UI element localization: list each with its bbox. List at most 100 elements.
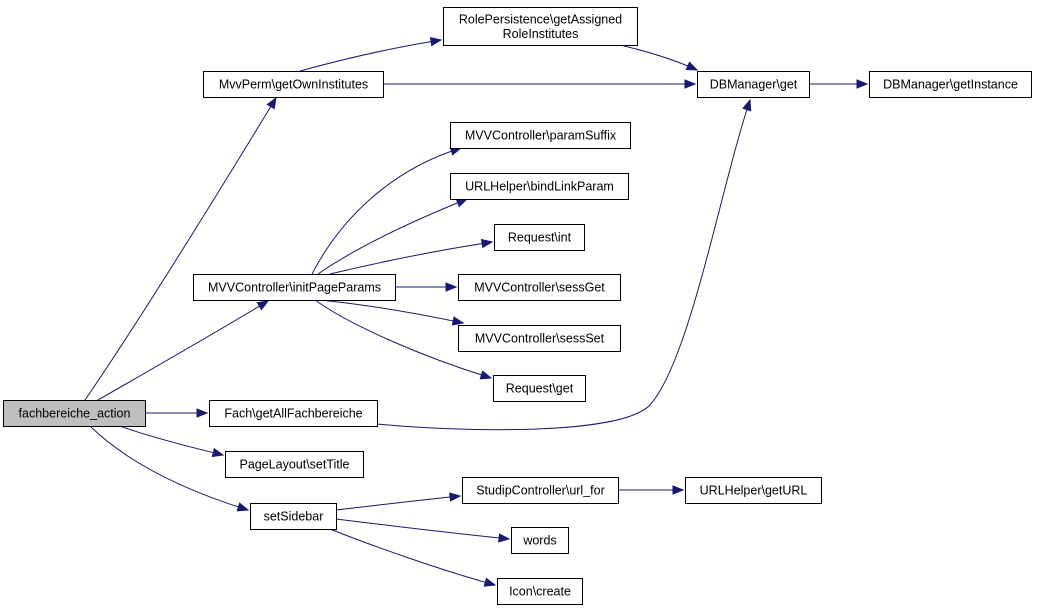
edge-initPageParams-to-paramSuffix: [311, 146, 463, 275]
edge-line: [119, 425, 224, 456]
node-getAllFachbereiche[interactable]: Fach\getAllFachbereiche: [209, 400, 378, 427]
arrowhead-icon: [256, 300, 270, 311]
edge-fachbereiche_action-to-setTitle: [119, 425, 225, 458]
arrowhead-icon: [445, 282, 458, 292]
node-label: StudipController\url_for: [476, 484, 605, 498]
node-box: [685, 477, 822, 504]
arrowhead-icon: [742, 98, 752, 112]
node-bindLinkParam[interactable]: URLHelper\bindLinkParam: [450, 173, 629, 200]
node-sessSet[interactable]: MVVController\sessSet: [458, 325, 621, 352]
node-label: URLHelper\getURL: [700, 484, 808, 498]
node-label: MvvPerm\getOwnInstitutes: [219, 78, 368, 92]
edge-initPageParams-to-sessGet: [395, 282, 458, 292]
edge-line: [311, 147, 462, 275]
node-initPageParams[interactable]: MVVController\initPageParams: [193, 274, 396, 301]
arrowhead-icon: [266, 96, 277, 110]
node-box: [493, 375, 586, 402]
edge-line: [314, 299, 492, 379]
edge-line: [319, 299, 464, 324]
node-label: words: [522, 534, 556, 548]
arrowhead-icon: [236, 502, 250, 512]
node-label: MVVController\initPageParams: [208, 281, 381, 295]
edge-line: [329, 241, 493, 275]
node-label: fachbereiche_action: [19, 407, 131, 421]
edge-getOwnInstitutes-to-getAssignedRoleInstitutes: [299, 36, 443, 72]
node-box: [450, 122, 631, 149]
edge-fachbereiche_action-to-getOwnInstitutes: [84, 96, 277, 401]
node-setTitle[interactable]: PageLayout\setTitle: [225, 451, 364, 478]
arrowhead-icon: [449, 492, 462, 502]
nodes-layer: fachbereiche_action MvvPerm\getOwnInstitu…: [3, 7, 1032, 605]
node-box: [450, 173, 629, 200]
node-getAssignedRoleInstitutes[interactable]: RolePersistence\getAssignedRoleInstitute…: [443, 7, 638, 46]
edge-line: [317, 198, 468, 275]
node-label: DBManager\getInstance: [883, 78, 1018, 92]
edge-initPageParams-to-sessSet: [319, 299, 465, 326]
node-paramSuffix[interactable]: MVVController\paramSuffix: [450, 122, 631, 149]
edge-initPageParams-to-requestGet: [314, 299, 493, 380]
node-box: [458, 274, 621, 301]
arrowhead-icon: [479, 370, 493, 380]
node-box: [697, 71, 810, 98]
edge-line: [335, 518, 510, 540]
arrowhead-icon: [483, 577, 497, 587]
arrowhead-icon: [196, 408, 209, 418]
node-box: [458, 325, 621, 352]
edge-dbGet-to-dbGetInstance: [809, 79, 869, 89]
node-label: MVVController\sessGet: [474, 281, 605, 295]
node-label: Icon\create: [509, 585, 571, 599]
node-label: Request\int: [508, 231, 572, 245]
node-box: [209, 400, 378, 427]
edge-line: [97, 300, 269, 401]
edge-urlFor-to-getURL: [618, 485, 685, 495]
edge-getOwnInstitutes-to-dbGet: [383, 79, 697, 89]
node-box: [869, 71, 1032, 98]
node-iconCreate[interactable]: Icon\create: [497, 578, 583, 605]
edge-setSidebar-to-iconCreate: [329, 528, 497, 587]
node-box: [203, 71, 384, 98]
node-label: MVVController\sessSet: [475, 332, 605, 346]
arrowhead-icon: [455, 198, 469, 208]
node-dbGet[interactable]: DBManager\get: [697, 71, 810, 98]
node-label: URLHelper\bindLinkParam: [465, 180, 614, 194]
node-box: [225, 451, 364, 478]
node-requestInt[interactable]: Request\int: [494, 224, 585, 251]
node-box: [443, 7, 638, 46]
node-dbGetInstance[interactable]: DBManager\getInstance: [869, 71, 1032, 98]
edge-fachbereiche_action-to-setSidebar: [89, 425, 250, 512]
node-label: MVVController\paramSuffix: [465, 129, 617, 143]
arrowhead-icon: [856, 79, 869, 89]
node-words[interactable]: words: [511, 527, 569, 554]
node-getOwnInstitutes[interactable]: MvvPerm\getOwnInstitutes: [203, 71, 384, 98]
node-fachbereiche_action[interactable]: fachbereiche_action: [3, 400, 146, 427]
arrowhead-icon: [685, 61, 699, 71]
edge-line: [335, 495, 461, 511]
edge-line: [299, 39, 442, 72]
arrowhead-icon: [672, 485, 685, 495]
node-box: [462, 477, 619, 504]
edge-initPageParams-to-requestInt: [329, 238, 494, 275]
arrowhead-icon: [684, 79, 697, 89]
edge-getAllFachbereiche-to-dbGet: [376, 98, 752, 431]
node-box: [494, 224, 585, 251]
arrowhead-icon: [211, 447, 225, 458]
node-requestGet[interactable]: Request\get: [493, 375, 586, 402]
edge-line: [89, 425, 249, 511]
arrowhead-icon: [480, 238, 494, 249]
node-box: [193, 274, 396, 301]
node-getURL[interactable]: URLHelper\getURL: [685, 477, 822, 504]
edge-line: [84, 97, 277, 401]
edge-setSidebar-to-words: [335, 518, 511, 543]
edge-initPageParams-to-bindLinkParam: [317, 198, 469, 275]
edges-layer: [84, 36, 869, 587]
edge-getAssignedRoleInstitutes-to-dbGet: [619, 44, 699, 71]
node-setSidebar[interactable]: setSidebar: [250, 503, 337, 530]
node-urlFor[interactable]: StudipController\url_for: [462, 477, 619, 504]
edge-line: [619, 44, 698, 71]
node-box: [3, 400, 146, 427]
node-sessGet[interactable]: MVVController\sessGet: [458, 274, 621, 301]
node-label: Fach\getAllFachbereiche: [224, 407, 362, 421]
node-label: RolePersistence\getAssigned: [459, 12, 622, 26]
